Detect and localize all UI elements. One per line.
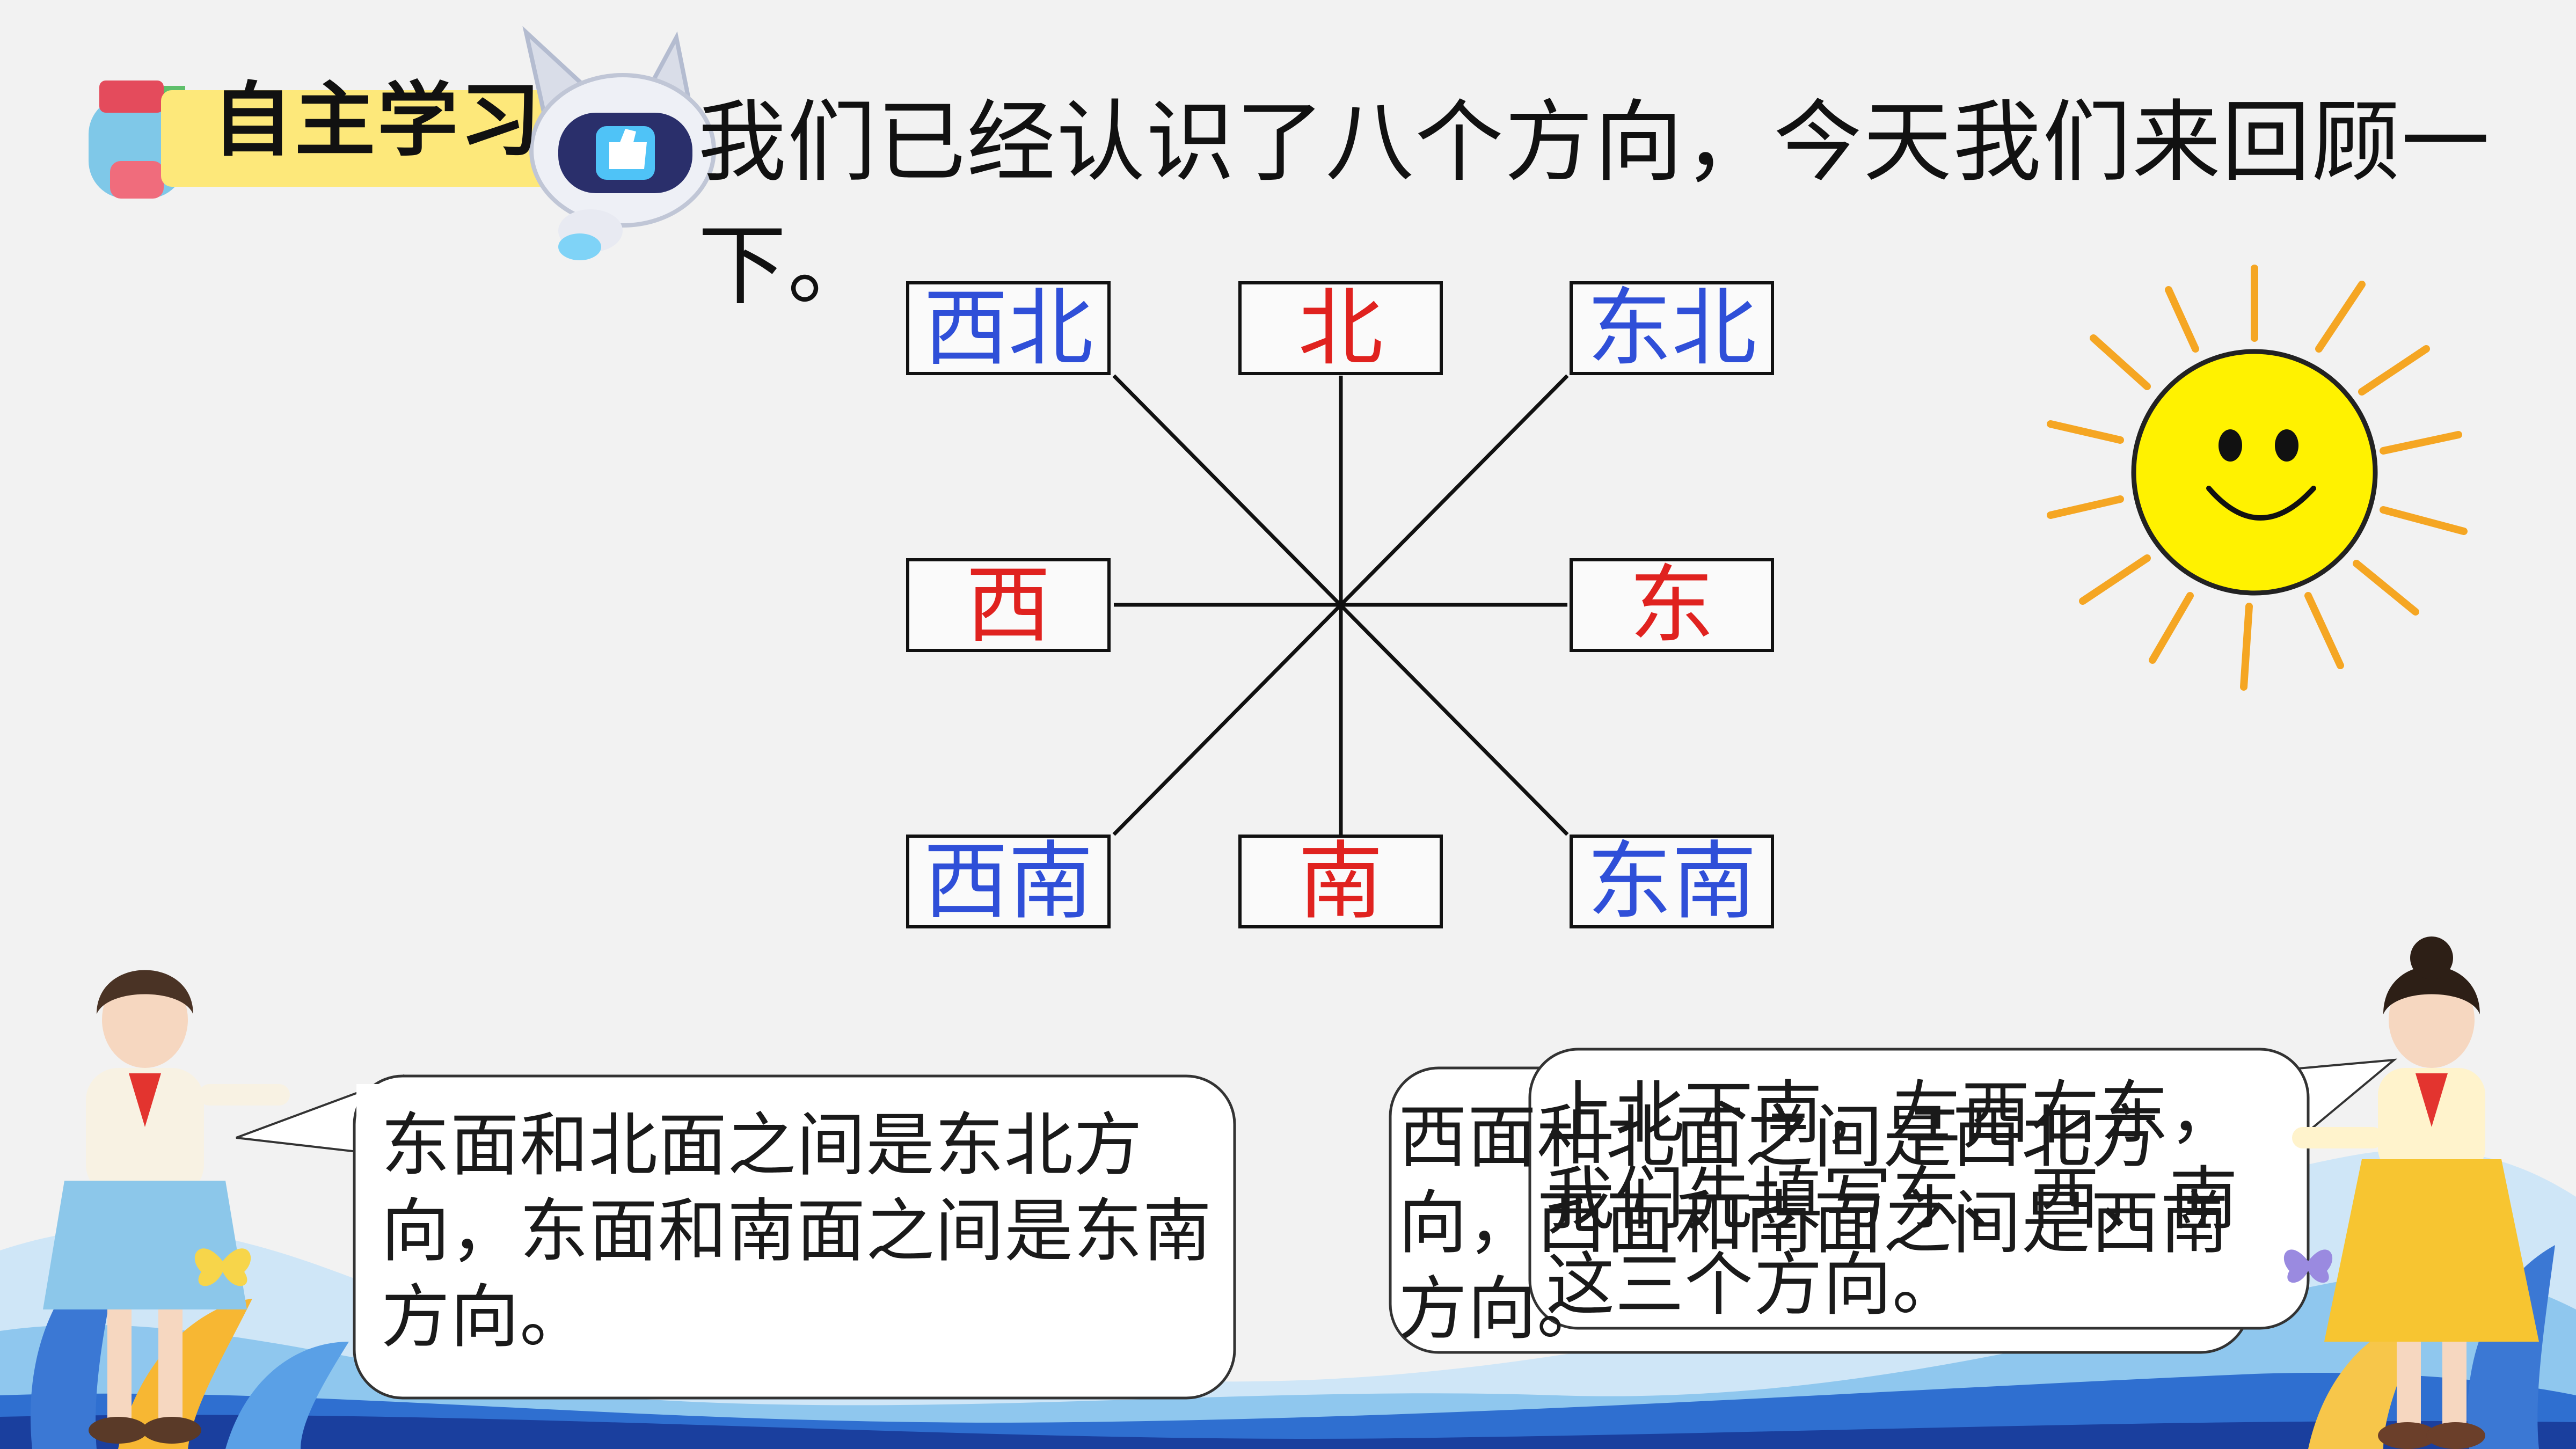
robot-mascot-icon	[522, 26, 716, 260]
direction-box-southeast: 东南	[1570, 835, 1774, 928]
section-badge-label: 自主学习	[212, 74, 543, 167]
left-bubble-text: 东面和北面之间是东北方向，东面和南面之间是东南方向。	[381, 1106, 1213, 1357]
butterfly-icon	[194, 1248, 251, 1286]
sun-icon	[2047, 265, 2468, 691]
right-back-bubble-text: 西面和北面之间是西北方向，西面和南面之间是西南方向。	[1398, 1097, 2230, 1349]
direction-box-south: 南	[1238, 835, 1443, 928]
girl-character-right	[2292, 936, 2539, 1449]
intro-text: 我们已经认识了八个方向，今天我们来回顾一下。	[698, 91, 2491, 317]
direction-box-northwest: 西北	[906, 281, 1111, 375]
girl-character-left	[43, 970, 290, 1444]
direction-box-west: 西	[906, 558, 1111, 652]
direction-box-northeast: 东北	[1570, 281, 1774, 375]
right-speech-bubble-front	[1528, 1048, 2398, 1330]
direction-box-north: 北	[1238, 281, 1443, 375]
left-speech-bubble	[236, 1074, 1236, 1400]
badge-background	[161, 90, 580, 187]
direction-box-southwest: 西南	[906, 835, 1111, 928]
direction-box-east: 东	[1570, 558, 1774, 652]
butterfly-icon	[2283, 1249, 2333, 1283]
right-front-bubble-text: 上北下南，左西右东，我们先填写东、西、南这三个方向。	[1546, 1073, 2239, 1325]
compass-lines	[1112, 374, 1569, 836]
